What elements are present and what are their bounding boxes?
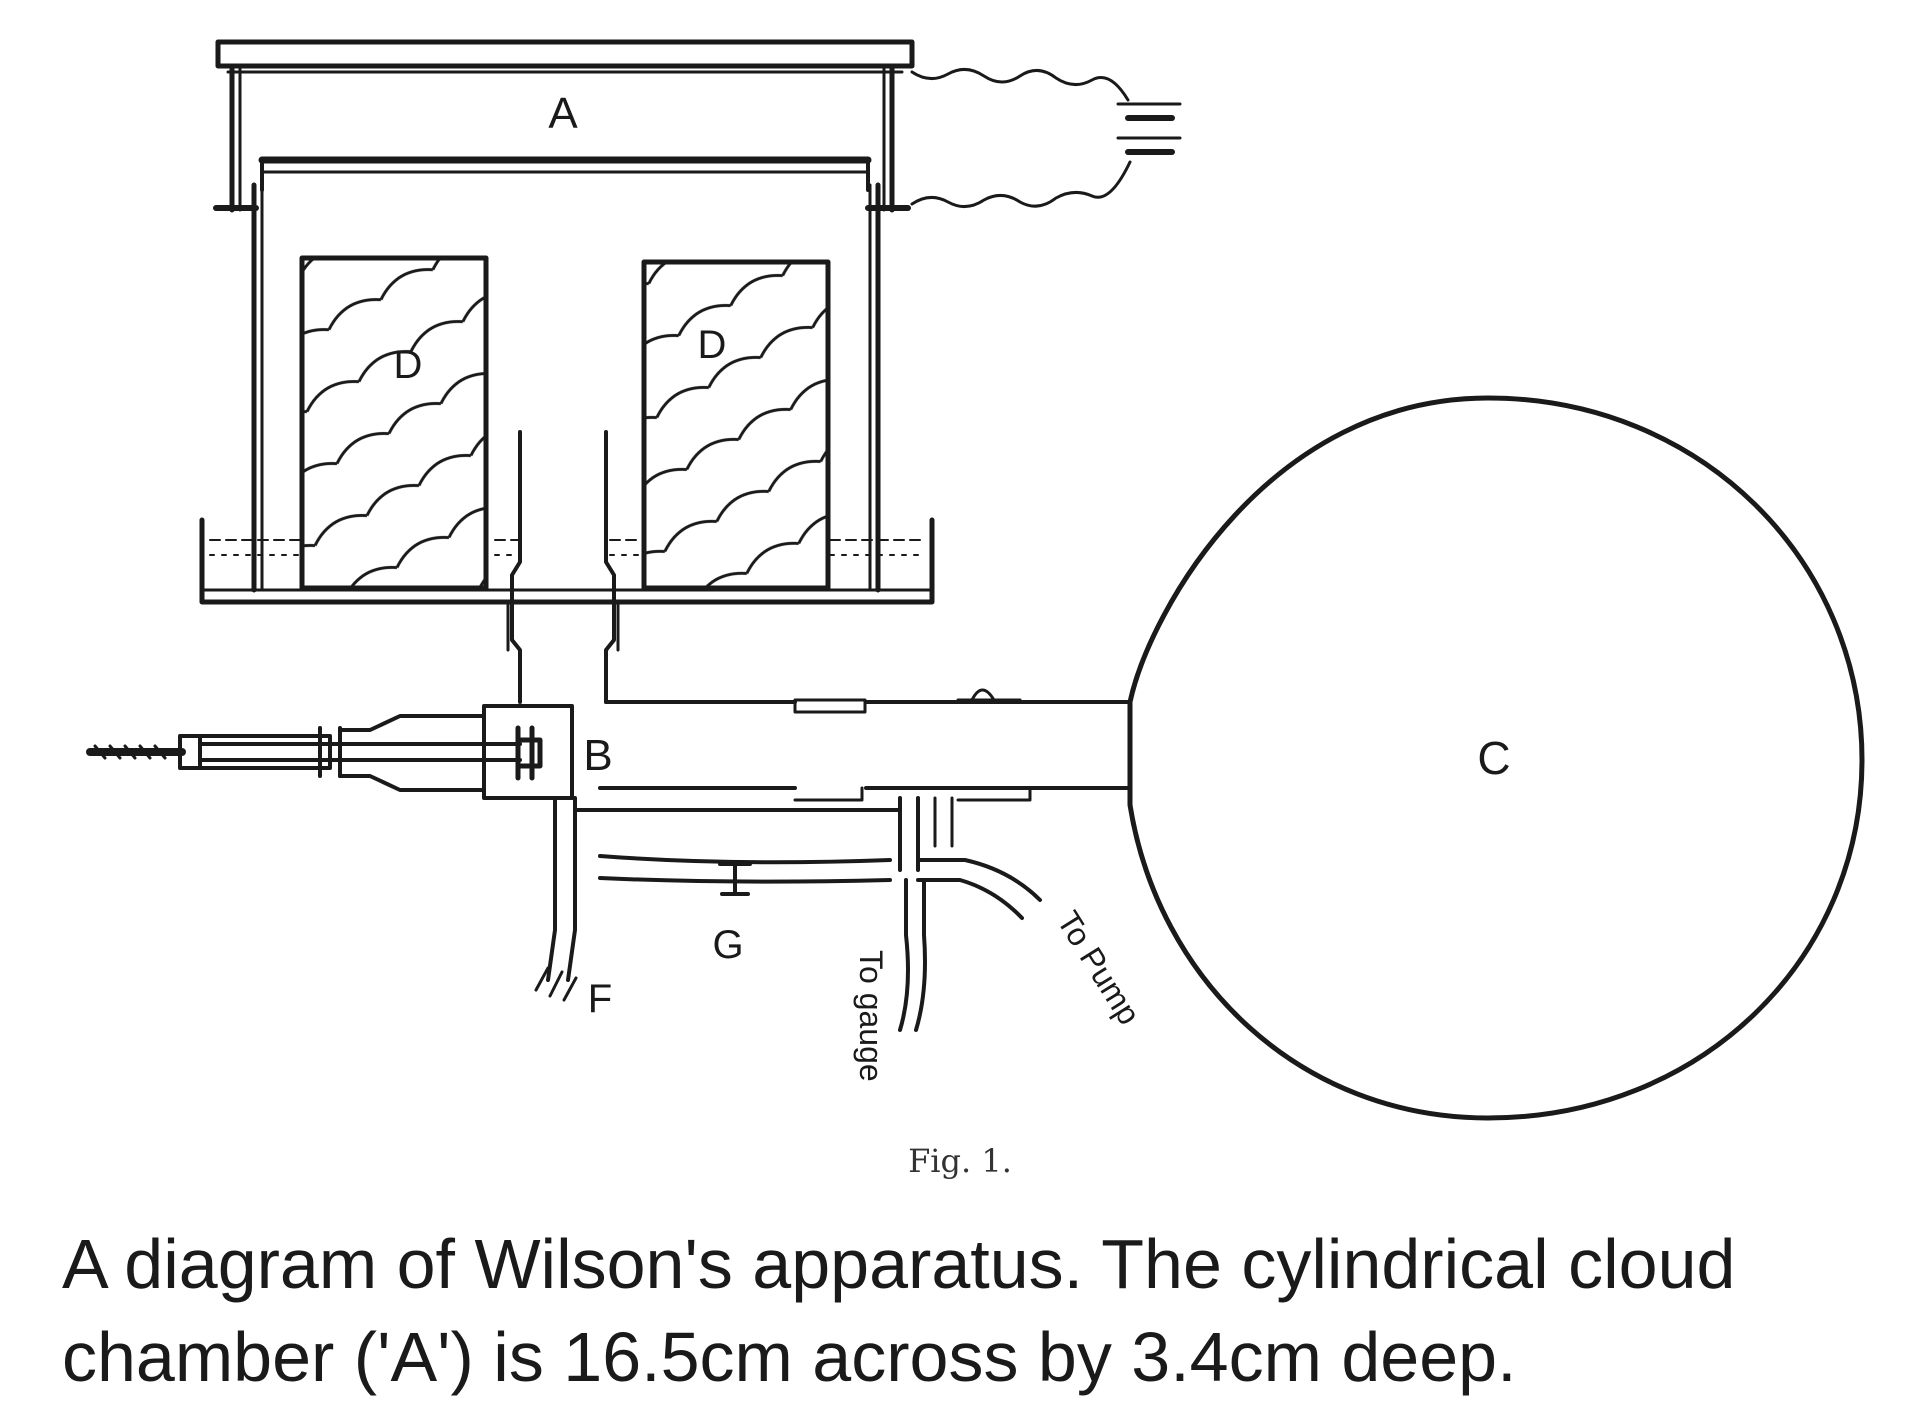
label-block-right: D xyxy=(698,323,727,367)
chamber-cylinder xyxy=(213,63,911,213)
battery-icon xyxy=(910,68,1182,208)
label-valve: B xyxy=(583,731,612,780)
label-flask: C xyxy=(1477,732,1510,784)
label-tube: G xyxy=(712,923,743,967)
valve-plunger xyxy=(515,725,543,781)
tube-g xyxy=(573,796,920,896)
wood-block-right xyxy=(641,259,831,591)
gauge-tube xyxy=(898,878,927,1032)
label-block-left: D xyxy=(394,343,423,387)
label-to-gauge: To gauge xyxy=(853,950,889,1082)
valve-rod xyxy=(178,714,522,792)
figure-label: Fig. 1. xyxy=(908,1142,1012,1180)
handle xyxy=(86,744,186,760)
label-to-pump: To Pump xyxy=(1050,905,1147,1031)
piston xyxy=(251,156,881,593)
label-chamber: A xyxy=(548,89,578,138)
label-tap: F xyxy=(588,977,612,1021)
pump-tube xyxy=(916,796,1042,920)
main-pipe xyxy=(598,688,1132,802)
central-tube xyxy=(506,430,620,704)
wood-block-left xyxy=(299,255,489,591)
valve-housing xyxy=(482,704,574,800)
caption: A diagram of Wilson's apparatus. The cyl… xyxy=(62,1225,1736,1396)
flask xyxy=(1127,395,1865,1121)
chamber-top-plate xyxy=(215,39,915,74)
side-tube-f xyxy=(534,796,578,1002)
